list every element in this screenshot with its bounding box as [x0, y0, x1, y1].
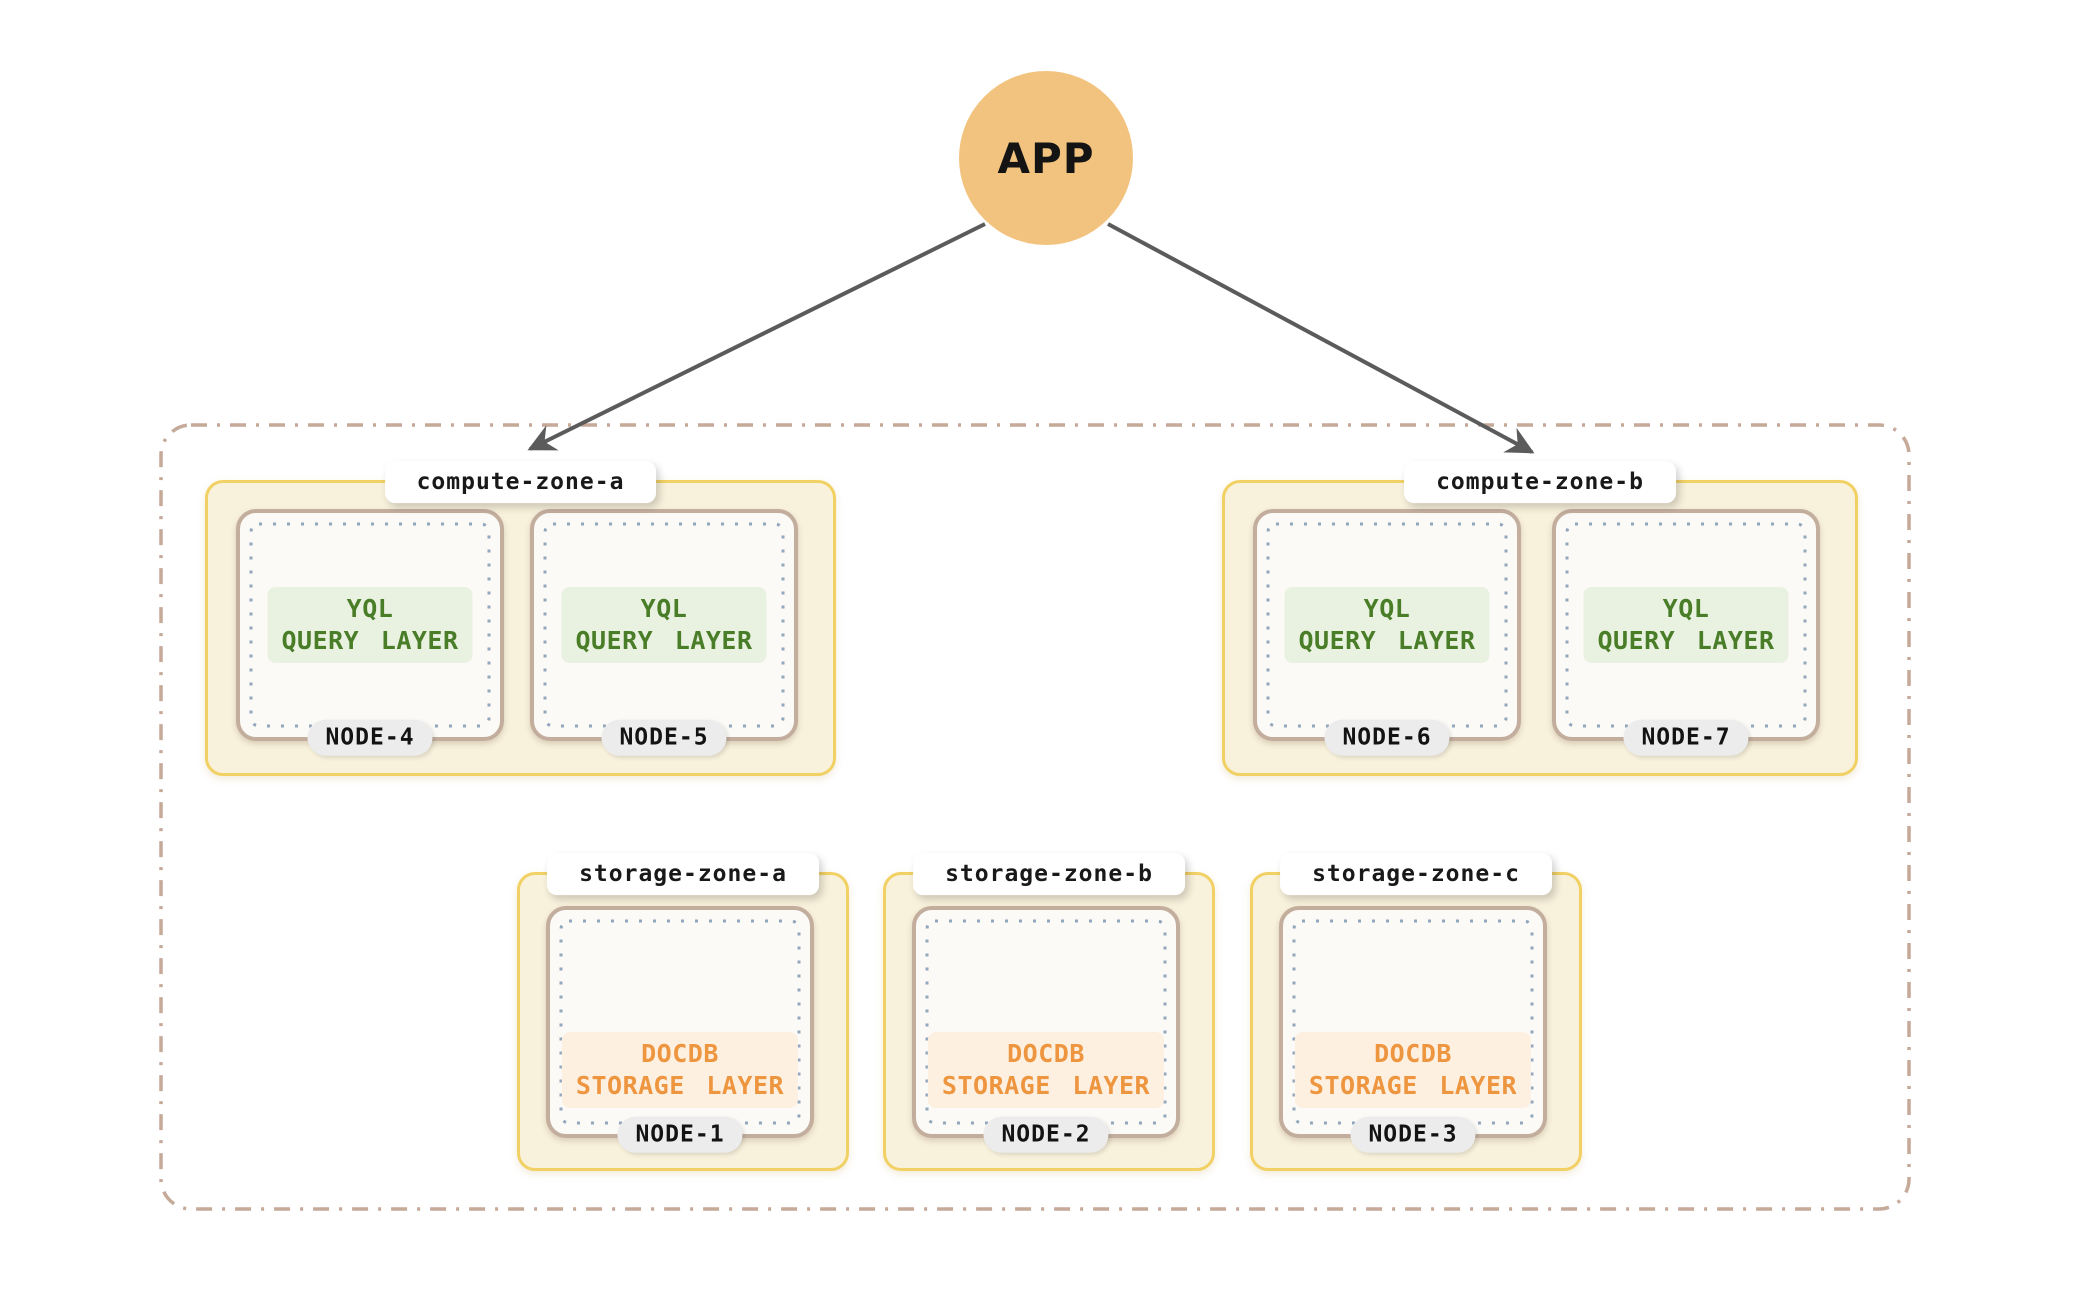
node-4: YQL QUERY LAYER NODE-4	[236, 509, 504, 756]
app-label: APP	[997, 133, 1095, 183]
node-7: YQL QUERY LAYER NODE-7	[1552, 509, 1820, 756]
node-badge: NODE-6	[1324, 719, 1450, 756]
zone-label: storage-zone-b	[913, 853, 1185, 896]
node-badge: NODE-1	[617, 1116, 743, 1153]
zone-label: compute-zone-a	[384, 461, 657, 504]
node-role-label: DOCDB STORAGE LAYER	[927, 1032, 1165, 1108]
node-role-label: YQL QUERY LAYER	[561, 587, 767, 663]
node-badge: NODE-5	[601, 719, 727, 756]
storage-zone-c: storage-zone-c DOCDB STORAGE LAYER NODE-…	[1250, 853, 1582, 1171]
node-5: YQL QUERY LAYER NODE-5	[530, 509, 798, 756]
node-1: DOCDB STORAGE LAYER NODE-1	[546, 906, 814, 1153]
node-role-label: YQL QUERY LAYER	[1284, 587, 1490, 663]
node-2: DOCDB STORAGE LAYER NODE-2	[912, 906, 1180, 1153]
zone-label: storage-zone-c	[1280, 853, 1552, 896]
node-badge: NODE-7	[1623, 719, 1749, 756]
node-badge: NODE-4	[307, 719, 433, 756]
node-role-label: DOCDB STORAGE LAYER	[561, 1032, 799, 1108]
zone-label: storage-zone-a	[547, 853, 819, 896]
node-role-label: YQL QUERY LAYER	[1583, 587, 1789, 663]
zone-label: compute-zone-b	[1404, 461, 1676, 504]
app-node: APP	[959, 71, 1133, 245]
storage-zone-a: storage-zone-a DOCDB STORAGE LAYER NODE-…	[517, 853, 849, 1171]
node-role-label: YQL QUERY LAYER	[267, 587, 473, 663]
arrow-app-to-compute-zone-a	[527, 222, 986, 451]
compute-zone-b: compute-zone-b YQL QUERY LAYER NODE-6 YQ…	[1222, 461, 1858, 776]
arrow-app-to-compute-zone-b	[1107, 222, 1535, 454]
compute-zone-a: compute-zone-a YQL QUERY LAYER NODE-4 YQ…	[205, 461, 836, 776]
node-6: YQL QUERY LAYER NODE-6	[1253, 509, 1521, 756]
node-badge: NODE-3	[1350, 1116, 1476, 1153]
storage-zone-b: storage-zone-b DOCDB STORAGE LAYER NODE-…	[883, 853, 1215, 1171]
node-badge: NODE-2	[983, 1116, 1109, 1153]
node-3: DOCDB STORAGE LAYER NODE-3	[1279, 906, 1547, 1153]
node-role-label: DOCDB STORAGE LAYER	[1294, 1032, 1532, 1108]
